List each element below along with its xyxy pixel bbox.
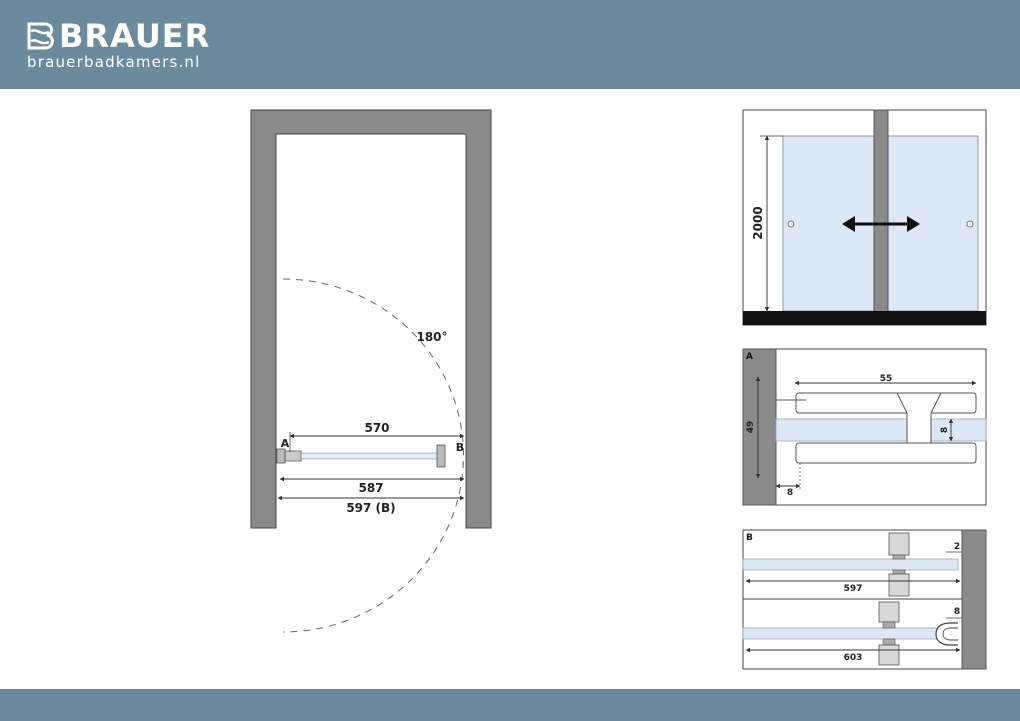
magnetic-seal-inner [942,627,958,641]
dim-8b-label: 8 [954,607,960,617]
dim-587-label: 587 [358,481,383,495]
dim-597-label: 597 (B) [346,501,395,515]
dim-603-label: 603 [844,653,863,663]
plan-view: 180° 570 587 597 (B) A B [250,109,492,633]
detail-b: B 597 2 8 603 [742,529,987,670]
clamp-top [795,392,977,414]
dim-55-label: 55 [880,374,893,384]
dim-8-inner-label: 8 [940,427,950,433]
glass-door-panel [282,452,442,460]
glass-edge-upper [742,558,959,571]
knob-upper-bottom [888,573,910,597]
knob-lower-stem-bottom [882,638,896,646]
magnetic-seal-profile [935,622,958,646]
wall-frame [250,109,492,529]
knob-lower-stem-top [882,621,896,629]
floor [743,311,986,325]
clamp-screw-body [896,392,942,444]
brand-url: brauerbadkamers.nl [27,53,201,71]
header-bar [0,0,1020,89]
detail-b-wall [961,529,987,670]
detail-a-glass [775,418,987,442]
point-a-label: A [281,437,290,450]
dim-597b-label: 597 [844,584,863,594]
point-b-label: B [456,441,464,454]
brand-logo: BRAUER brauerbadkamers.nl [27,18,210,70]
knob-lower-bottom [878,644,900,666]
glass-edge-lower [742,627,944,640]
door-swing-arc [282,278,464,633]
dim-570-label: 570 [364,421,389,435]
knob-upper-stem-bottom [892,569,906,575]
dim-49-label: 49 [746,421,756,434]
knob-left [787,220,795,228]
hinge-a-clamp [284,450,302,462]
clamp-bottom [795,442,977,464]
knob-upper-top [888,532,910,556]
detail-a: A 55 49 8 8 [742,348,987,506]
dim-2-label: 2 [954,542,960,552]
dim-8-gap-label: 8 [787,488,793,498]
height-label: 2000 [751,206,765,239]
knob-lower-top [878,601,900,623]
center-post [873,109,889,316]
detail-a-title: A [746,352,753,362]
double-arrow-icon [842,216,920,232]
elevation-view: 2000 [742,109,987,326]
knob-upper-stem-top [892,554,906,560]
detail-b-title: B [746,533,753,543]
knob-right [966,220,974,228]
brauer-b-logo-icon [27,22,54,50]
swing-angle-label: 180° [416,330,447,344]
door-handle [436,444,446,468]
hinge-a [276,448,286,464]
brand-name: BRAUER [59,17,211,55]
footer-bar [0,689,1020,721]
